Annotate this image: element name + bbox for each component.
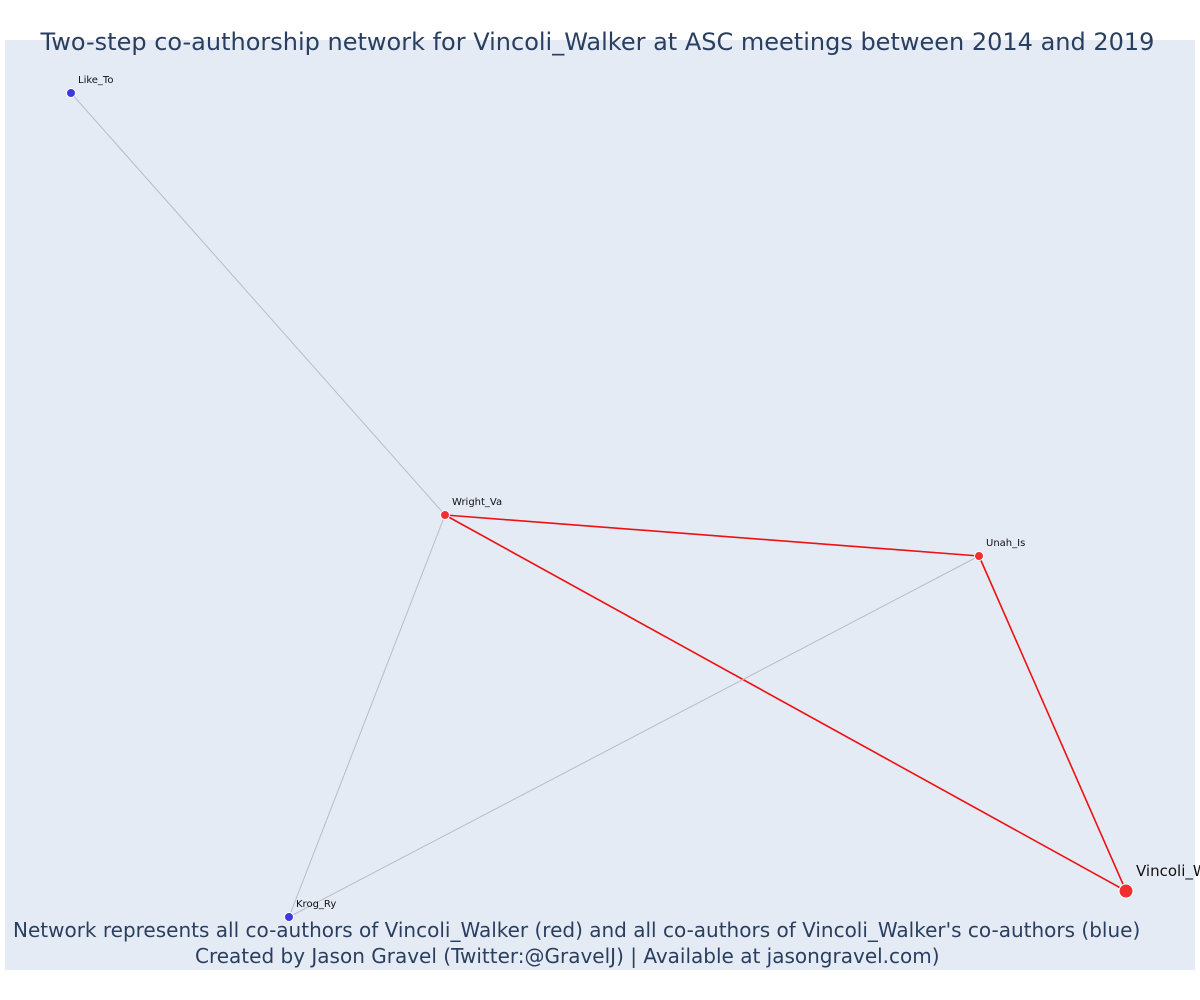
node-vincoli[interactable]: [1118, 883, 1134, 899]
node-wright[interactable]: [440, 510, 450, 520]
edge-unah-krog: [288, 555, 980, 918]
footer-credits: Created by Jason Gravel (Twitter:@Gravel…: [195, 944, 940, 968]
edge-like-wright: [70, 92, 446, 516]
node-label-unah: Unah_Is: [986, 538, 1025, 549]
edge-unah-vincoli: [978, 555, 1127, 892]
footer-description: Network represents all co-authors of Vin…: [13, 918, 1141, 942]
node-label-wright: Wright_Va: [452, 497, 502, 508]
chart-title: Two-step co-authorship network for Vinco…: [40, 28, 1155, 56]
node-krog[interactable]: [284, 912, 294, 922]
edge-wright-unah: [444, 514, 980, 557]
node-unah[interactable]: [974, 551, 984, 561]
edge-wright-krog: [288, 514, 446, 918]
node-label-vincoli: Vincoli_W: [1136, 862, 1200, 881]
edge-wright-vincoli: [444, 514, 1127, 892]
node-label-like: Like_To: [78, 75, 113, 86]
plot-background: [5, 40, 1195, 970]
edges-layer: [70, 92, 1127, 918]
node-like[interactable]: [66, 88, 76, 98]
node-label-krog: Krog_Ry: [296, 899, 336, 910]
